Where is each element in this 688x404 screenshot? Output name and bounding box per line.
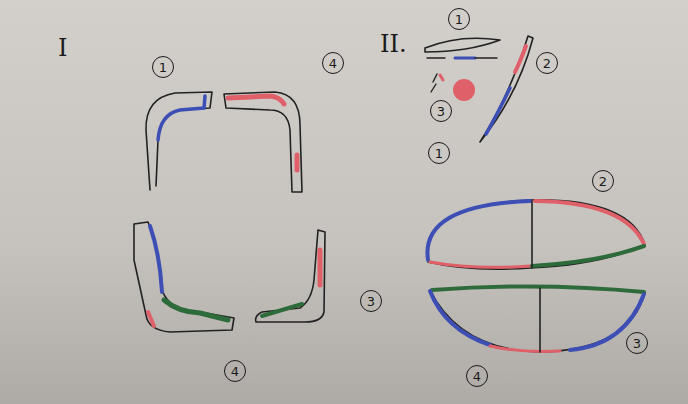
callout-number: 4 — [224, 360, 246, 382]
section-numeral: II. — [380, 32, 407, 56]
section-numeral: I — [58, 36, 67, 60]
callout-number: 4 — [322, 52, 344, 74]
callout-number: 3 — [360, 290, 382, 312]
callout-number: 3 — [626, 332, 648, 354]
callout-number: 4 — [466, 365, 488, 387]
callout-number: 1 — [152, 56, 174, 78]
callout-number: 3 — [430, 100, 452, 122]
callout-number: 2 — [592, 170, 614, 192]
callout-number: 1 — [448, 8, 470, 30]
callout-number: 1 — [428, 142, 450, 164]
callout-number: 2 — [536, 52, 558, 74]
